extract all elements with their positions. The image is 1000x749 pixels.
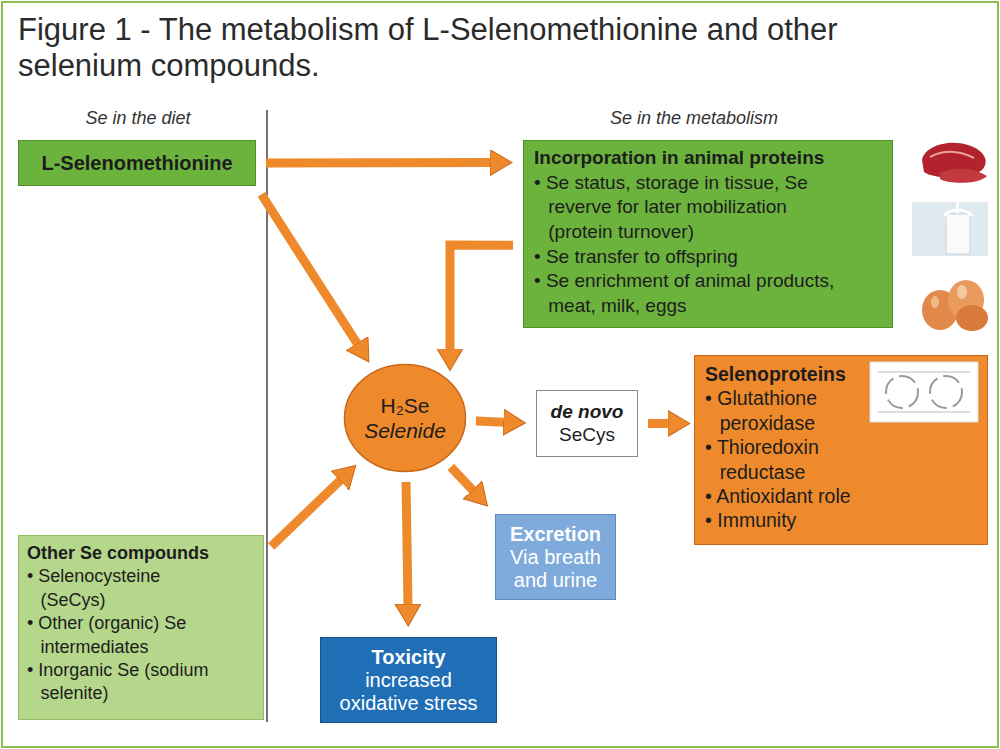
- node-text: • Inorganic Se (sodium selenite): [27, 659, 228, 706]
- node-heading: Incorporation in animal proteins: [534, 146, 852, 171]
- meat-photo: [922, 143, 987, 183]
- flow-arrow: [450, 245, 513, 350]
- egg: [956, 305, 988, 331]
- node-text: • Antioxidant role: [705, 484, 871, 508]
- flow-arrow: [266, 158, 491, 167]
- node-text: • Se transfer to offspring: [534, 245, 852, 270]
- outcome-box: Selenoproteins• Glutathione peroxidase• …: [694, 355, 988, 545]
- column-heading: Se in the diet: [18, 108, 258, 129]
- outcome-box: ExcretionVia breath and urine: [495, 514, 616, 600]
- flow-arrow: [406, 482, 408, 605]
- source-box: L-Selenomethionine: [18, 140, 256, 186]
- flow-arrow: [271, 480, 340, 547]
- node-text: SeCys: [559, 424, 615, 447]
- outcome-box: Toxicityincreased oxidative stress: [320, 637, 497, 723]
- egg-highlight: [957, 285, 967, 299]
- node-heading: L-Selenomethionine: [41, 151, 232, 175]
- hub-circle: H₂SeSelenide: [343, 363, 467, 473]
- milk-background: [912, 202, 988, 256]
- milk-glass: [946, 214, 970, 254]
- node-heading: Toxicity: [371, 646, 445, 669]
- meat-piece: [922, 143, 986, 178]
- node-text: • Glutathione peroxidase: [705, 386, 871, 435]
- node-text: increased oxidative stress: [325, 669, 492, 715]
- node-heading: Other Se compounds: [27, 542, 228, 565]
- process-box: de novoSeCys: [536, 390, 638, 457]
- node-text: Selenide: [364, 418, 446, 443]
- egg-highlight: [931, 296, 939, 308]
- source-box: Other Se compounds• Selenocysteine (SeCy…: [18, 535, 264, 720]
- divider-line: [266, 110, 268, 722]
- milk-pour: [956, 202, 959, 216]
- milk-photo: [912, 202, 988, 256]
- eggs-photo: [922, 280, 988, 331]
- node-text: • Immunity: [705, 508, 871, 532]
- node-text: • Selenocysteine (SeCys): [27, 565, 228, 612]
- circle-outline: [343, 363, 467, 473]
- node-heading: Excretion: [510, 523, 601, 546]
- node-text: • Se status, storage in tissue, Se rever…: [534, 171, 852, 245]
- flow-arrow: [261, 194, 357, 344]
- node-text: Via breath and urine: [500, 546, 611, 592]
- flow-arrow: [451, 467, 473, 491]
- node-text: • Thioredoxin reductase: [705, 435, 871, 484]
- flow-arrow: [476, 421, 505, 422]
- node-heading: H₂Se: [380, 393, 429, 418]
- node-text: • Other (organic) Se intermediates: [27, 612, 228, 659]
- node-text: • Se enrichment of animal products, meat…: [534, 269, 852, 318]
- process-box: Incorporation in animal proteins• Se sta…: [523, 140, 893, 328]
- node-heading: Selenoproteins: [705, 362, 871, 386]
- egg: [922, 290, 958, 330]
- node-heading: de novo: [551, 401, 624, 424]
- circle-shape: [345, 365, 466, 472]
- meat-piece: [940, 169, 987, 183]
- column-heading: Se in the metabolism: [480, 108, 908, 129]
- meat-marbling: [930, 152, 974, 158]
- flow-arrow: [648, 419, 669, 428]
- figure-title: Figure 1 - The metabolism of L-Selenomet…: [18, 12, 968, 84]
- milk-splash: [944, 210, 972, 216]
- egg: [948, 280, 984, 320]
